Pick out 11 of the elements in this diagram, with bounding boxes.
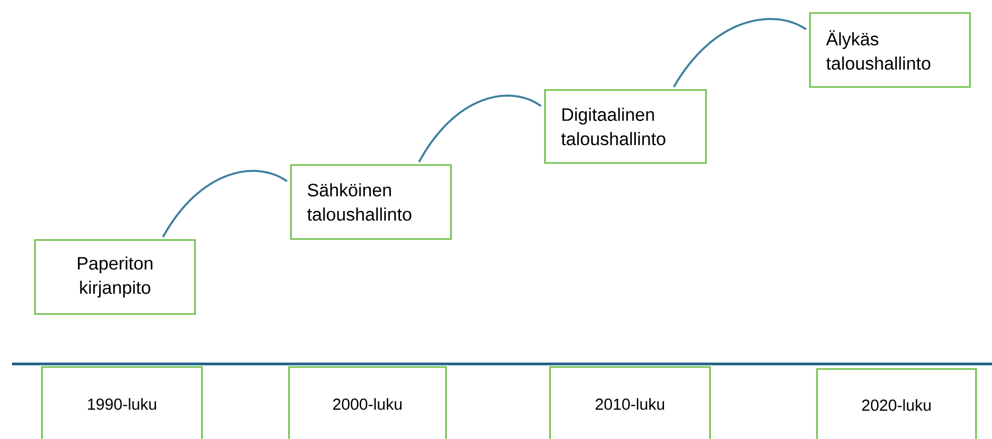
curved-connector bbox=[672, 18, 806, 88]
decade-box: 2010-luku bbox=[549, 366, 711, 439]
curved-connector bbox=[418, 94, 542, 163]
curved-connector bbox=[162, 170, 288, 238]
stage-box: Digitaalinen taloushallinto bbox=[544, 89, 707, 164]
stage-box: Sähköinen taloushallinto bbox=[290, 164, 452, 240]
stage-box: Paperiton kirjanpito bbox=[34, 239, 196, 315]
decade-box: 1990-luku bbox=[41, 366, 203, 439]
decade-box: 2000-luku bbox=[288, 366, 447, 439]
decade-box: 2020-luku bbox=[816, 368, 977, 439]
stage-box: Älykäs taloushallinto bbox=[809, 12, 971, 88]
